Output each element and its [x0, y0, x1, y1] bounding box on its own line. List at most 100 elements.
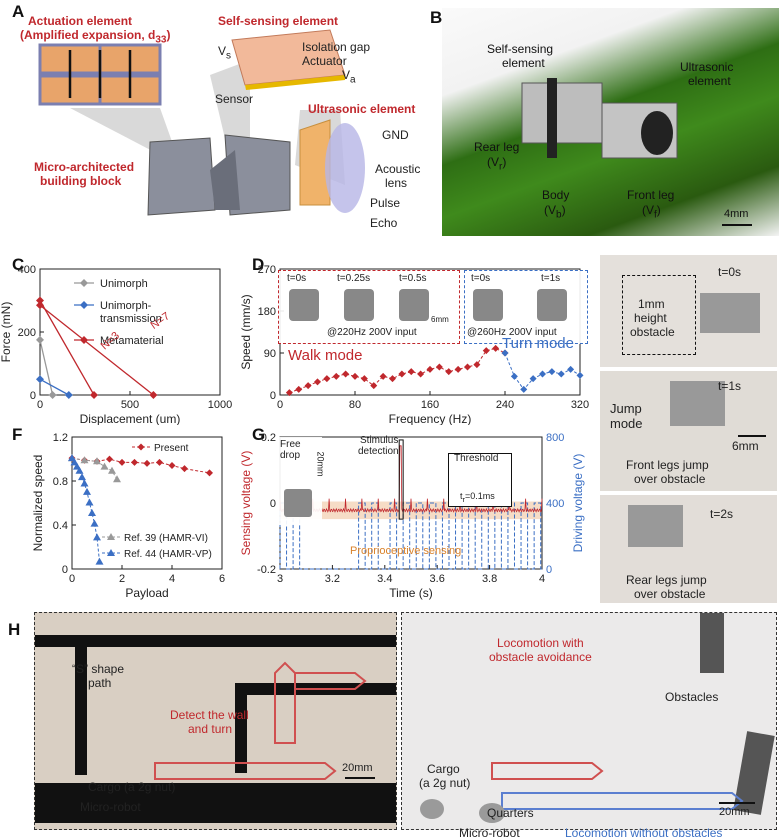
data-point [464, 363, 471, 371]
data-point [314, 378, 321, 386]
data-point [118, 458, 126, 466]
x-axis-label: Frequency (Hz) [389, 412, 472, 425]
series-line [39, 339, 54, 396]
y-tick-label: 270 [258, 264, 276, 276]
actuation-sub: (Amplified expansion, d33) [20, 28, 171, 46]
i-loco-obs-1: Locomotion with [497, 636, 584, 650]
data-point [473, 361, 481, 369]
ultrasonic-title: Ultrasonic element [308, 102, 416, 116]
e-rear-1: Rear legs jump [626, 573, 707, 587]
free-drop-1: Free [280, 439, 301, 450]
robot-illustration [521, 78, 678, 159]
data-point [360, 375, 368, 383]
y-axis-label: Force (mN) [0, 302, 13, 363]
data-point [501, 349, 509, 357]
panel-b: B Self-sensing element Ultrasonic elemen… [430, 0, 779, 240]
data-point [557, 370, 565, 378]
h-scale-bar [345, 777, 375, 779]
y-axis-label: Normalized speed [31, 455, 45, 552]
data-point [206, 469, 213, 477]
data-point [304, 382, 312, 390]
free-drop-2: drop [280, 450, 301, 461]
i-obstacles: Obstacles [665, 690, 719, 704]
b-scale-bar [722, 224, 752, 226]
x-axis-label: Time (s) [389, 586, 433, 600]
sensing-voltage-line [279, 445, 543, 514]
actuator-label: Actuator [302, 54, 347, 68]
data-point [285, 389, 293, 397]
panel-label-g: G [252, 425, 266, 444]
e-photo-1 [600, 255, 777, 367]
e-robot-2 [670, 381, 725, 426]
x-axis-label: Displacement (um) [80, 412, 181, 425]
data-point [75, 466, 84, 474]
ultrasonic-plate [299, 119, 331, 206]
data-point [93, 457, 101, 465]
data-point [454, 365, 462, 373]
b-body: Body [542, 188, 570, 202]
data-point [576, 371, 584, 379]
x-tick-label: 0 [277, 399, 283, 411]
series-line [39, 300, 95, 396]
data-point [108, 466, 116, 474]
h-photo [34, 612, 397, 830]
data-point [36, 335, 44, 344]
b-vf: (Vf) [642, 203, 661, 221]
walk-input: @220Hz 200V input [327, 327, 417, 338]
b-front-leg: Front leg [627, 188, 675, 202]
data-point [417, 370, 425, 378]
walk-robot-1 [289, 289, 319, 321]
x-tick-label: 3.2 [325, 573, 340, 585]
panel-h: H “S” shape path Detect the wall and tur… [0, 612, 397, 830]
h-s-path-2: path [88, 676, 112, 690]
sensor-label: Sensor [215, 92, 254, 106]
panel-a-illustration [38, 29, 365, 216]
y-tick-label: 0 [270, 498, 276, 510]
y-tick-label: 400 [18, 264, 36, 276]
legend-marker [80, 301, 88, 309]
data-point [370, 382, 378, 390]
b-ultrasonic-2: element [688, 74, 731, 88]
actuation-title: Actuation element [28, 14, 133, 28]
walk-scale: 6mm [431, 315, 449, 324]
x-tick-label: 0 [69, 573, 75, 585]
y-axis-label: Sensing voltage (V) [240, 451, 253, 556]
y-right-tick-label: 800 [546, 432, 564, 444]
legend-label: Unimorph [100, 278, 148, 290]
x-tick-label: 2 [119, 573, 125, 585]
e-scale-bar [738, 435, 766, 437]
series-line [71, 457, 210, 474]
turn-mode-box: t=0s t=1s @260Hz 200V input [464, 270, 588, 344]
walk-t2: t=0.5s [399, 273, 427, 284]
data-point [520, 385, 528, 393]
data-point [36, 296, 44, 305]
g-tr: tr=0.1ms [460, 491, 495, 504]
h-scale: 20mm [342, 762, 373, 774]
walk-mode-box: t=0s t=0.25s t=0.5s @220Hz 200V input 6m… [278, 270, 460, 344]
data-point [36, 375, 44, 384]
e-obstacle-1: 1mm [638, 297, 665, 311]
actuation-lattice [38, 43, 162, 106]
panel-i: I Locomotion with obstacle avoidance Obs… [397, 612, 779, 840]
data-point [95, 557, 104, 565]
free-drop-robot [284, 489, 312, 517]
x-tick-label: 240 [496, 399, 514, 411]
walk-robot-2 [344, 289, 374, 321]
data-point [36, 301, 44, 310]
isolation-gap-label: Isolation gap [302, 40, 371, 54]
i-cargo-2: (a 2g nut) [419, 776, 471, 790]
e-front-2: over obstacle [634, 472, 706, 486]
data-point [295, 385, 303, 393]
data-point [398, 370, 406, 378]
data-point [80, 456, 89, 464]
panel-e: E t=0s 1mm height obstacle t=1s Jump mod… [598, 255, 779, 605]
x-tick-label: 80 [349, 399, 361, 411]
i-photo [401, 612, 777, 830]
y-tick-label: 90 [264, 348, 276, 360]
data-point [492, 344, 500, 352]
threshold-inset [448, 453, 512, 507]
data-point [407, 368, 415, 376]
